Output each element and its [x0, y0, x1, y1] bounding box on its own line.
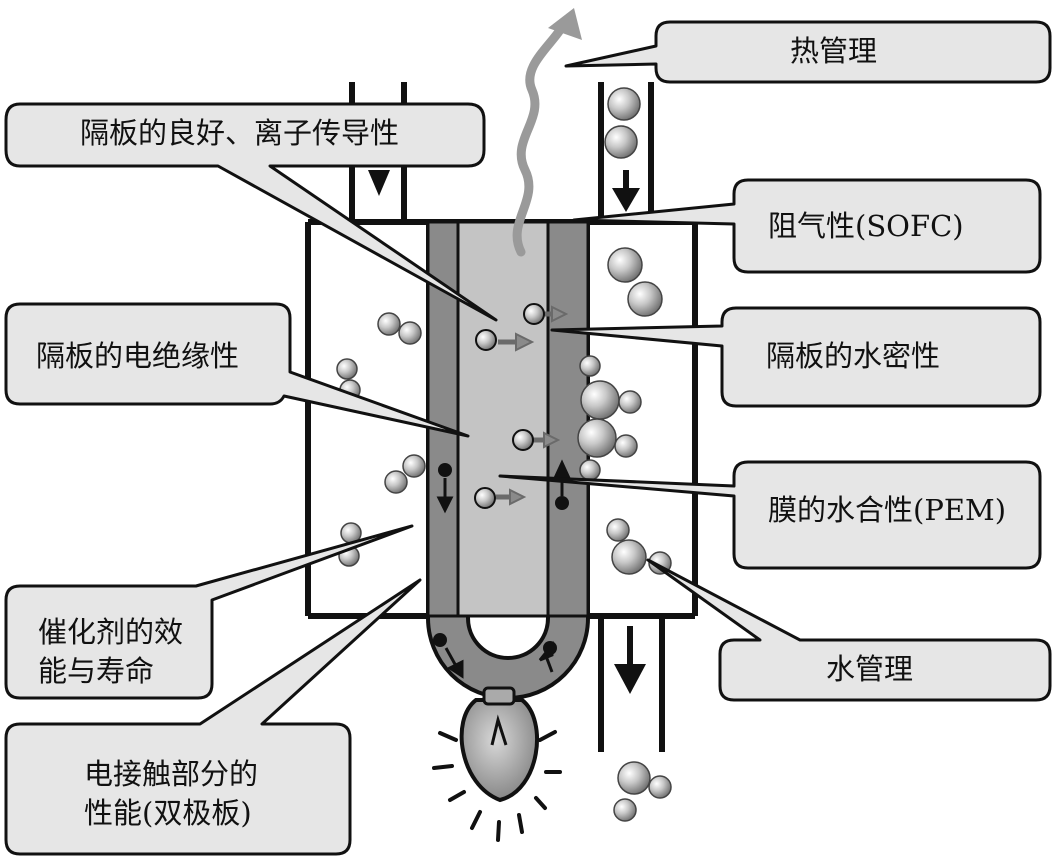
callout-separator-electrical-insulation	[4, 302, 470, 438]
callout-water-management	[646, 558, 1052, 702]
callout-gas-barrier	[572, 178, 1042, 274]
callout-catalyst	[4, 524, 414, 700]
water-molecule-icon	[577, 87, 672, 822]
heat-arrow-head	[548, 8, 582, 40]
inlet-pipe-right	[598, 82, 654, 222]
callout-heat-management	[564, 20, 1052, 84]
membrane	[456, 220, 560, 618]
callout-separator-ion-conductivity	[4, 102, 498, 322]
outlet-pipe	[598, 616, 665, 752]
outlet-arrow	[614, 664, 646, 694]
inlet-arrow-left	[368, 170, 390, 196]
gas-molecule-icon	[336, 312, 426, 567]
callout-electrical-contact	[4, 578, 422, 856]
inlet-arrow-right	[612, 188, 640, 212]
light-bulb-icon	[432, 686, 562, 842]
callout-separator-water-tightness	[550, 306, 1042, 408]
heat-arrow	[512, 25, 565, 257]
ion-icon	[474, 303, 545, 509]
cathode-electrode	[546, 220, 590, 618]
callout-membrane-hydration	[498, 460, 1042, 570]
ion-arrows	[496, 305, 569, 506]
